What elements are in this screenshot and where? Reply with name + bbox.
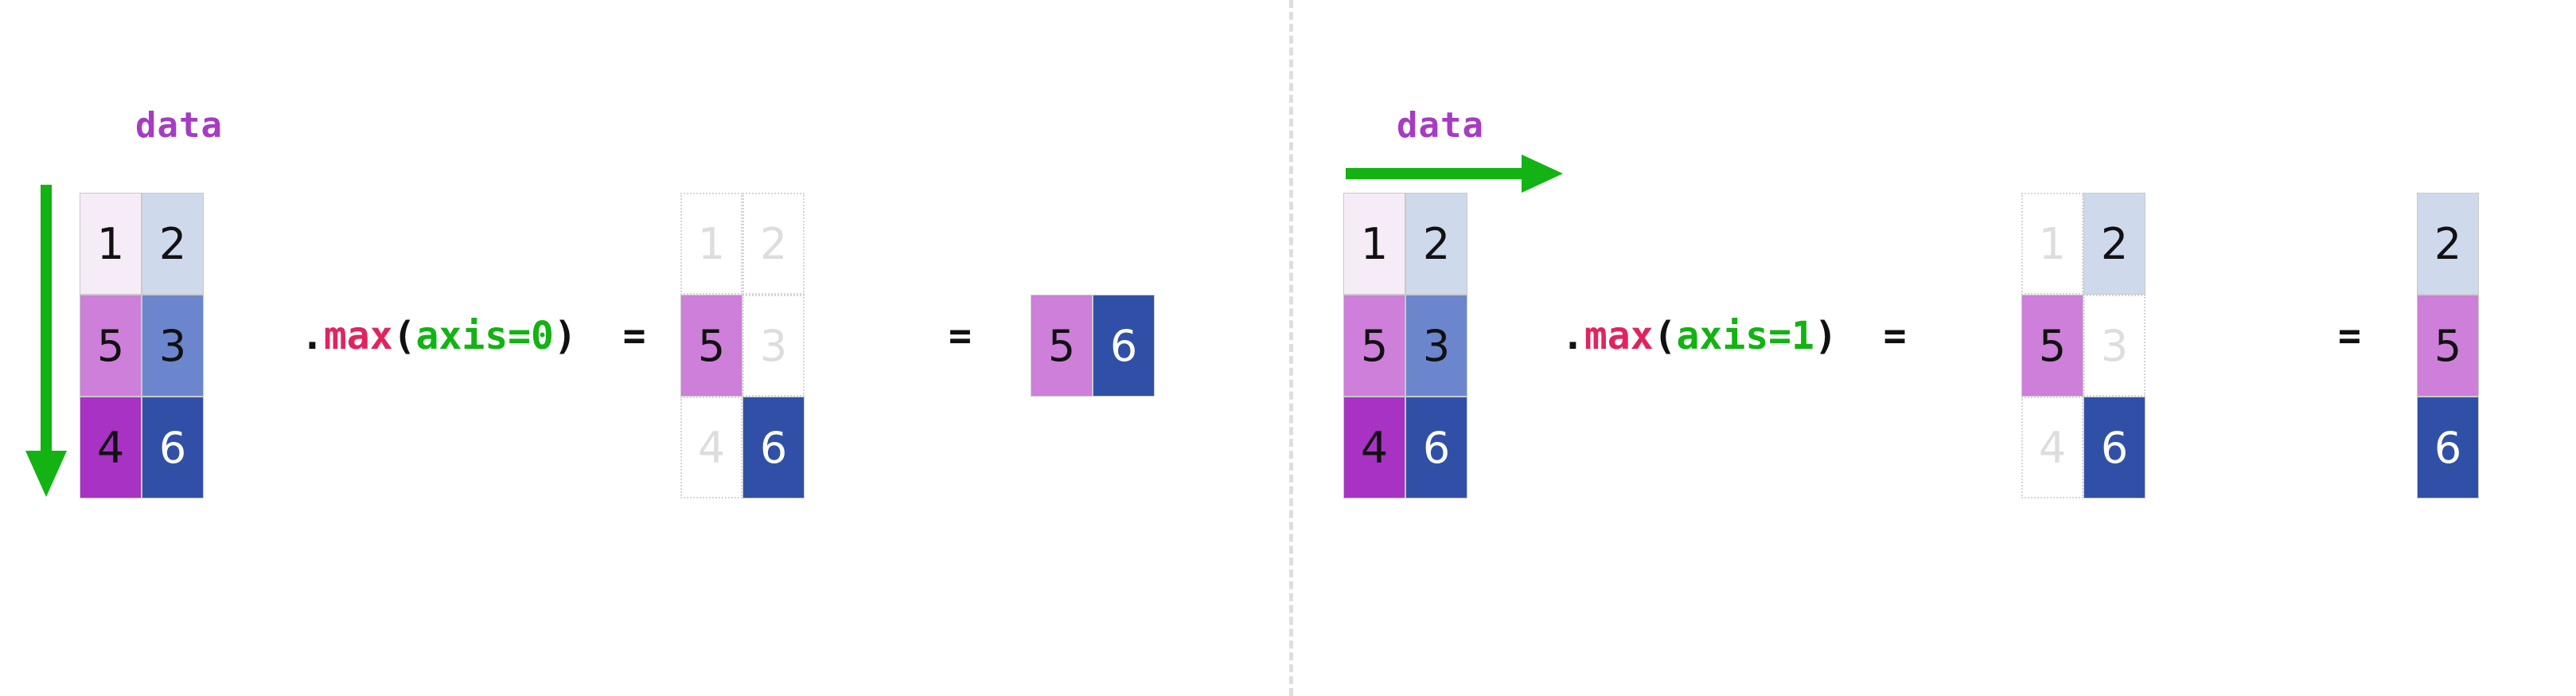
axis-0-arrow-down-icon (22, 182, 70, 500)
matrix-cell: 4 (80, 397, 142, 499)
expr-fn-max: max (1584, 314, 1654, 358)
expr-dot: . (1561, 314, 1584, 358)
expr-dot: . (301, 314, 324, 358)
expr-open-paren: ( (1653, 314, 1677, 358)
right-result-matrix: 2 5 6 (2417, 193, 2479, 499)
result-cell: 2 (2417, 193, 2479, 295)
matrix-cell: 3 (1405, 295, 1467, 397)
result-cell: 5 (2417, 295, 2479, 397)
expr-equals: = (622, 314, 646, 358)
matrix-cell: 2 (142, 193, 204, 295)
left-result-equals: = (949, 314, 972, 358)
expr-equals: = (1883, 314, 1907, 358)
ghost-cell-highlighted: 5 (680, 295, 742, 397)
expr-close-paren: ) (1814, 314, 1837, 358)
ghost-cell: 3 (2083, 295, 2145, 397)
right-result-equals: = (2338, 314, 2361, 358)
result-cell: 6 (2417, 397, 2479, 499)
ghost-cell: 1 (680, 193, 742, 295)
ghost-cell: 1 (2021, 193, 2083, 295)
expr-kwarg-axis: axis=1 (1676, 314, 1814, 358)
matrix-cell: 6 (142, 397, 204, 499)
expr-close-paren: ) (553, 314, 577, 358)
left-ghost-matrix: 1 2 5 3 4 6 (680, 193, 805, 499)
matrix-cell: 3 (142, 295, 204, 397)
right-source-matrix: 1 2 5 3 4 6 (1343, 193, 1467, 499)
matrix-cell: 2 (1405, 193, 1467, 295)
matrix-cell: 1 (80, 193, 142, 295)
ghost-cell: 4 (2021, 397, 2083, 499)
matrix-cell: 5 (1343, 295, 1405, 397)
left-result-matrix: 5 6 (1031, 295, 1155, 397)
matrix-cell: 6 (1405, 397, 1467, 499)
ghost-cell-highlighted: 6 (2083, 397, 2145, 499)
expr-open-paren: ( (392, 314, 416, 358)
right-expression: .max(axis=1) = (1561, 314, 1907, 358)
panel-divider (1289, 0, 1293, 696)
ghost-cell: 2 (742, 193, 805, 295)
left-expression: .max(axis=0) = (301, 314, 646, 358)
ghost-cell-highlighted: 5 (2021, 295, 2083, 397)
right-ghost-matrix: 1 2 5 3 4 6 (2021, 193, 2145, 499)
matrix-cell: 1 (1343, 193, 1405, 295)
axis-1-arrow-right-icon (1343, 151, 1566, 196)
ghost-cell-highlighted: 2 (2083, 193, 2145, 295)
ghost-cell: 4 (680, 397, 742, 499)
left-source-matrix: 1 2 5 3 4 6 (80, 193, 204, 499)
expr-fn-max: max (323, 314, 393, 358)
right-data-label: data (1397, 105, 1484, 146)
matrix-cell: 5 (80, 295, 142, 397)
matrix-cell: 4 (1343, 397, 1405, 499)
result-cell: 6 (1093, 295, 1155, 397)
result-cell: 5 (1031, 295, 1093, 397)
ghost-cell: 3 (742, 295, 805, 397)
left-data-label: data (135, 105, 223, 146)
expr-kwarg-axis: axis=0 (415, 314, 554, 358)
ghost-cell-highlighted: 6 (742, 397, 805, 499)
